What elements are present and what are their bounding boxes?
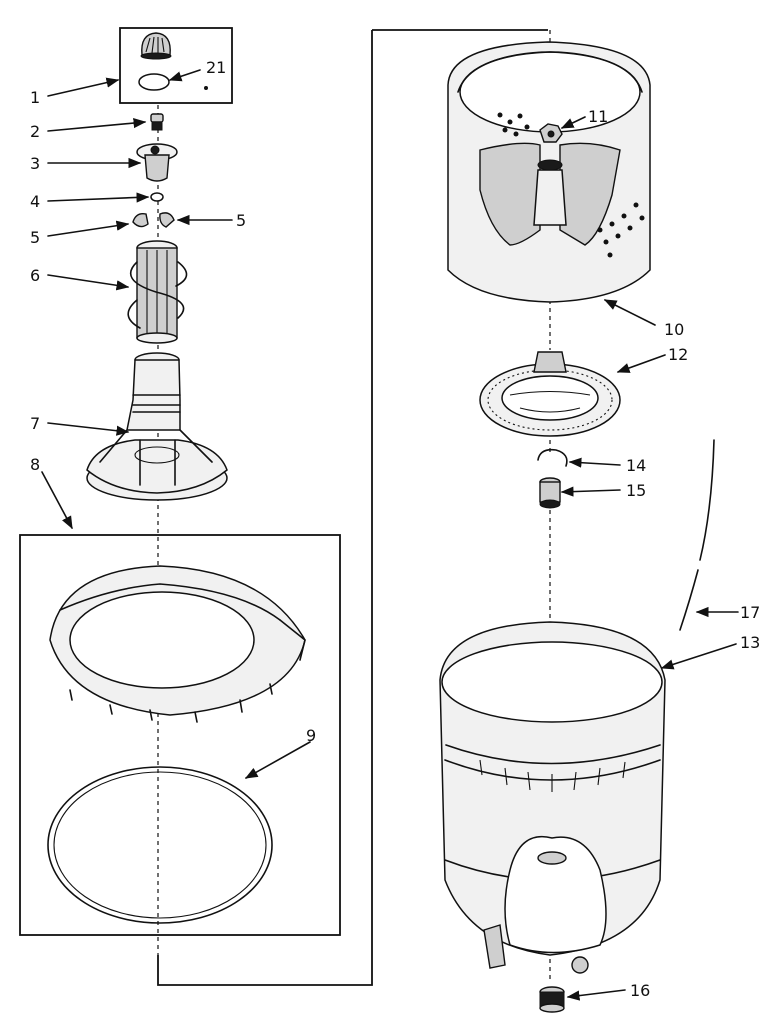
callout-13: 13 bbox=[740, 633, 760, 652]
part-3-cam bbox=[136, 143, 178, 182]
part-17-hose bbox=[679, 439, 715, 631]
part-9-tub-seal bbox=[47, 766, 273, 924]
callout-5-right: 5 bbox=[236, 211, 246, 230]
callout-1: 1 bbox=[30, 88, 40, 107]
group-box-tub-ring bbox=[19, 534, 341, 936]
part-5-dogs bbox=[132, 212, 175, 228]
callout-10: 10 bbox=[664, 320, 684, 339]
part-10-spin-basket bbox=[447, 41, 651, 303]
part-12-drive-hub bbox=[479, 351, 621, 437]
callout-11: 11 bbox=[588, 107, 608, 126]
assembly-connector-lines bbox=[157, 29, 551, 986]
callout-16: 16 bbox=[630, 981, 650, 1000]
callout-2: 2 bbox=[30, 122, 40, 141]
part-7-agitator-base bbox=[86, 352, 228, 501]
callout-6: 6 bbox=[30, 266, 40, 285]
part-13-outer-tub bbox=[439, 621, 666, 974]
callout-8: 8 bbox=[30, 455, 40, 474]
part-8-tub-ring bbox=[49, 565, 306, 723]
part-21-seal-ring bbox=[138, 73, 170, 91]
part-15-bushing bbox=[539, 477, 561, 509]
callout-14: 14 bbox=[626, 456, 646, 475]
part-11-nut bbox=[539, 123, 563, 143]
callout-7: 7 bbox=[30, 414, 40, 433]
part-14-clip bbox=[537, 448, 568, 467]
part-16-drain-fitting bbox=[539, 986, 565, 1013]
callout-5-left: 5 bbox=[30, 228, 40, 247]
group-box-cap bbox=[119, 27, 233, 104]
callout-3: 3 bbox=[30, 154, 40, 173]
callout-21: 21 bbox=[206, 58, 226, 77]
part-1-agitator-cap bbox=[140, 32, 172, 60]
part-2-bolt bbox=[150, 113, 164, 131]
callout-17: 17 bbox=[740, 603, 760, 622]
callout-15: 15 bbox=[626, 481, 646, 500]
part-6-agitator-barrel bbox=[127, 240, 188, 344]
part-4-washer bbox=[150, 192, 164, 202]
callout-9: 9 bbox=[306, 726, 316, 745]
callout-labels: 1 21 2 3 4 5 5 6 7 8 9 11 10 12 14 15 17… bbox=[30, 58, 760, 1000]
leader-arrows bbox=[41, 69, 739, 1001]
callout-4: 4 bbox=[30, 192, 40, 211]
callout-12: 12 bbox=[668, 345, 688, 364]
